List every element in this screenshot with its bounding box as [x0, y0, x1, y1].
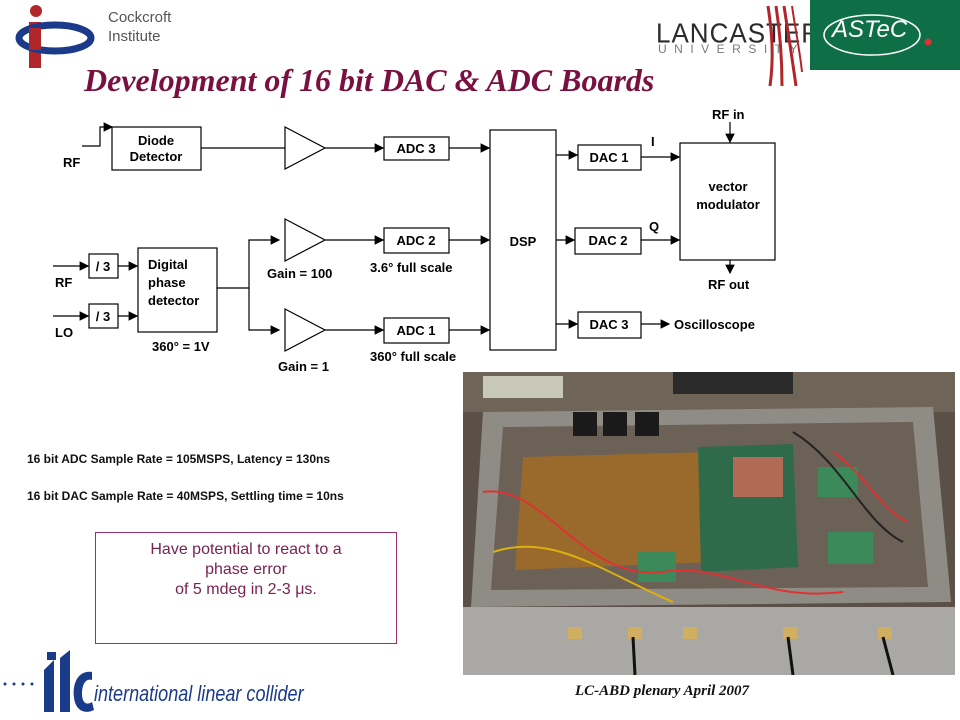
astec-wordmark: ASTeC: [832, 16, 908, 43]
gain-100-label: Gain = 100: [267, 266, 332, 281]
diode-detector-label-2: Detector: [130, 149, 183, 164]
lancaster-wordmark: LANCASTER: [656, 17, 822, 49]
lancaster-crest-icon: [766, 5, 803, 87]
cockcroft-logo: [15, 5, 95, 68]
rf-top-label: RF: [63, 155, 80, 170]
ilc-logo: [3, 650, 94, 712]
q-label: Q: [649, 219, 659, 234]
adc1-label: ADC 1: [396, 323, 435, 338]
block-diagram: RF Diode Detector ADC 3 ADC 2 ADC 1 DSP …: [53, 107, 776, 374]
vector-modulator-label-2: modulator: [696, 197, 760, 212]
callout-line2: phase error: [205, 561, 287, 578]
dac2-label: DAC 2: [588, 233, 627, 248]
phase-detector-label-3: detector: [148, 293, 199, 308]
oscilloscope-label: Oscilloscope: [674, 317, 755, 332]
callout-line3: of 5 mdeg in 2-3 μs.: [175, 581, 317, 598]
adc2-scale-label: 3.6° full scale: [370, 260, 453, 275]
rf-out-label: RF out: [708, 277, 750, 292]
university-wordmark: UNIVERSITY: [658, 42, 806, 56]
rf-in-label: RF in: [712, 107, 745, 122]
gain-1-label: Gain = 1: [278, 359, 329, 374]
cockcroft-line2: Institute: [108, 28, 161, 45]
divider-top-label: / 3: [96, 259, 110, 274]
divider-bottom-label: / 3: [96, 309, 110, 324]
dac1-label: DAC 1: [589, 150, 628, 165]
dac-spec-text: 16 bit DAC Sample Rate = 40MSPS, Settlin…: [27, 489, 344, 503]
boards-photo: [463, 372, 955, 675]
footer-event: LC-ABD plenary April 2007: [575, 683, 750, 699]
adc2-label: ADC 2: [396, 233, 435, 248]
vector-modulator-label-1: vector: [708, 179, 747, 194]
phase-scale-label: 360° = 1V: [152, 339, 210, 354]
i-label: I: [651, 134, 655, 149]
astec-swoosh-icon: [823, 14, 932, 56]
rf-mid-label: RF: [55, 275, 72, 290]
diode-detector-label-1: Diode: [138, 133, 174, 148]
callout-box: Have potential to react to a phase error…: [95, 532, 397, 644]
cockcroft-text: Cockcroft Institute: [108, 8, 171, 46]
adc3-label: ADC 3: [396, 141, 435, 156]
adc-spec-text: 16 bit ADC Sample Rate = 105MSPS, Latenc…: [27, 452, 331, 466]
callout-line1: Have potential to react to a: [150, 541, 342, 558]
page-title: Development of 16 bit DAC & ADC Boards: [84, 62, 655, 98]
phase-detector-label-1: Digital: [148, 257, 188, 272]
ilc-wordmark: international linear collider: [94, 681, 304, 706]
cockcroft-line1: Cockcroft: [108, 9, 172, 26]
lo-label: LO: [55, 325, 73, 340]
astec-logo: [810, 0, 960, 70]
dsp-label: DSP: [510, 234, 537, 249]
dac3-label: DAC 3: [589, 317, 628, 332]
phase-detector-label-2: phase: [148, 275, 186, 290]
adc1-scale-label: 360° full scale: [370, 349, 456, 364]
